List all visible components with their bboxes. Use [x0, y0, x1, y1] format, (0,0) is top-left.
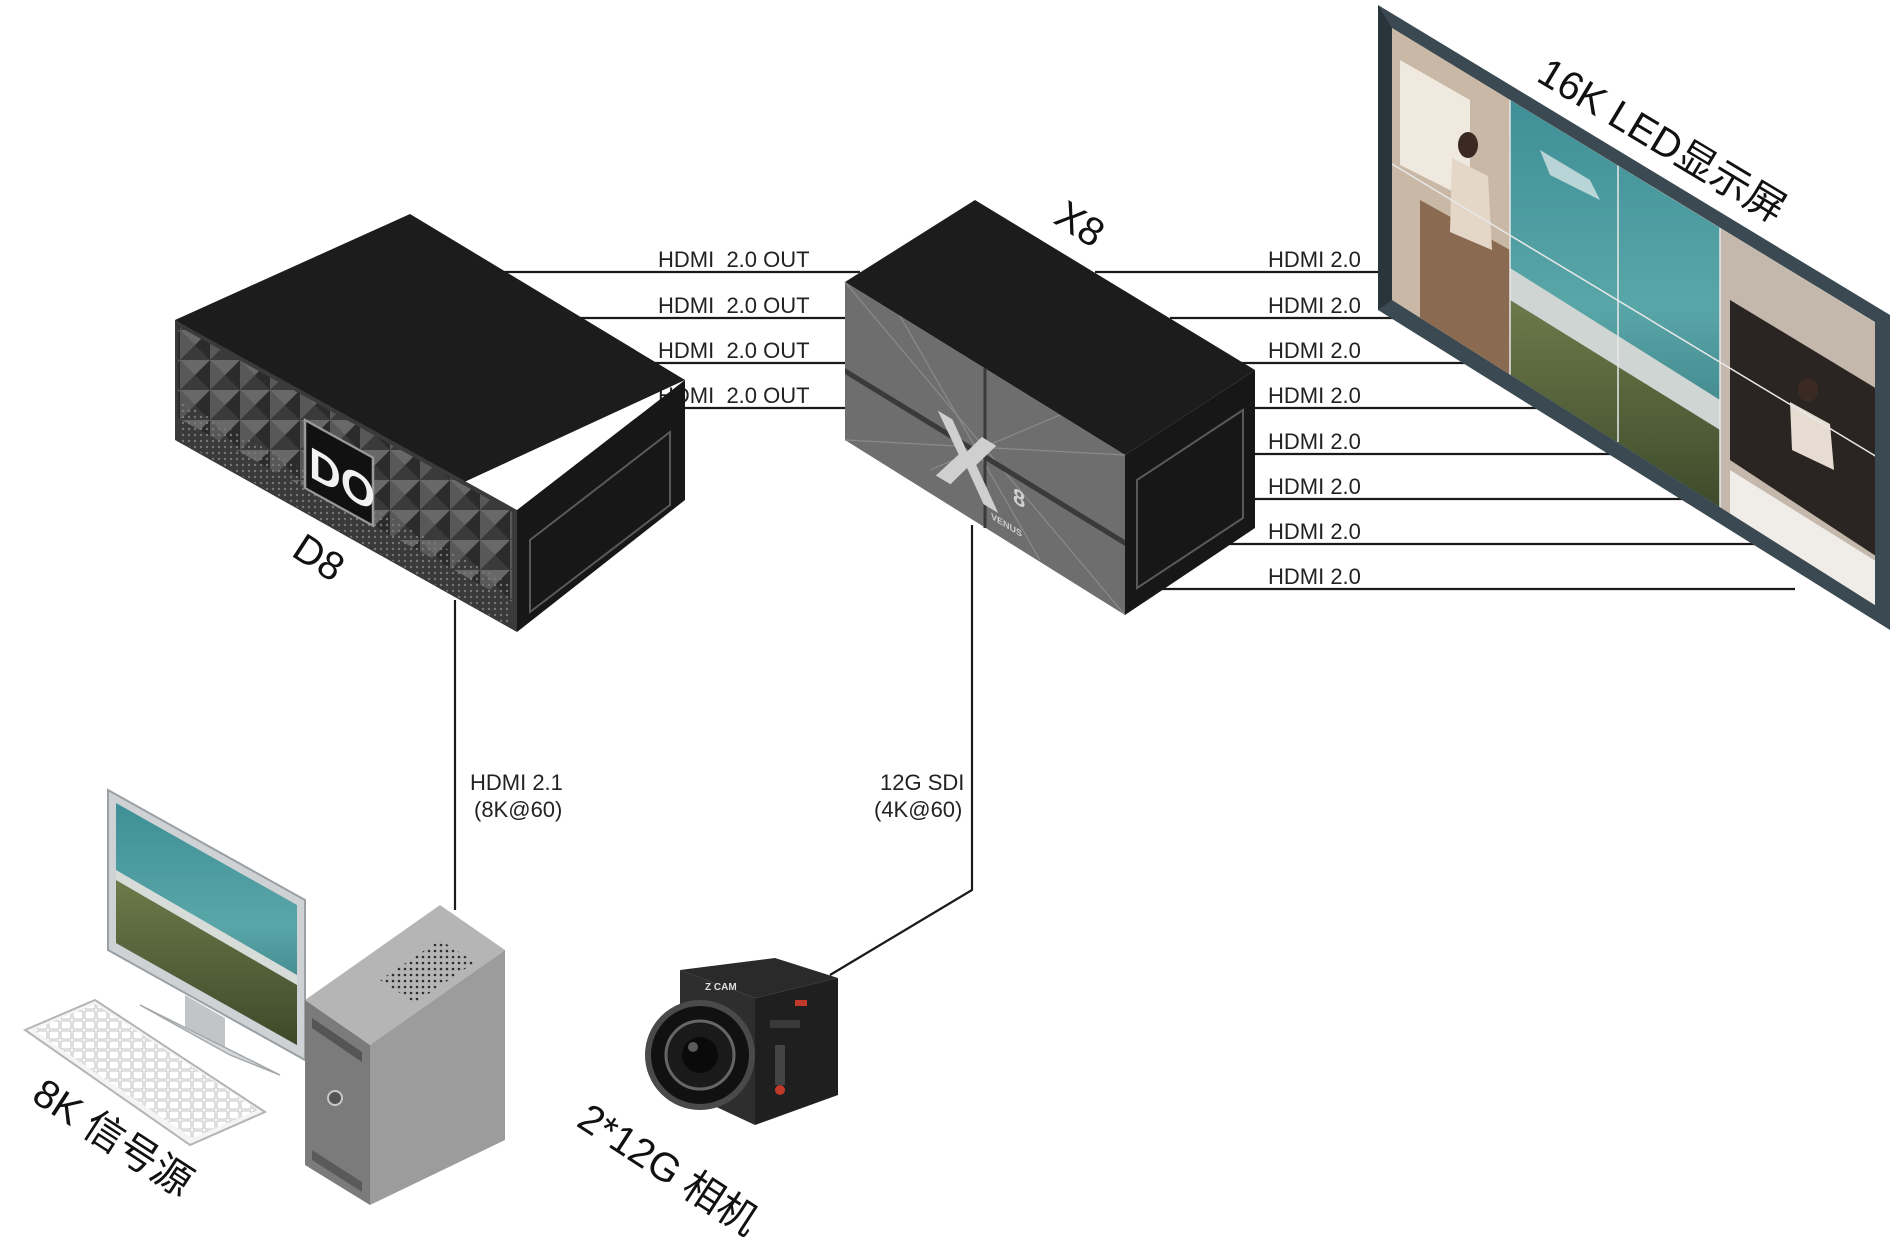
pc-tower-icon: [305, 905, 505, 1205]
camera-icon: Z CAM 2*12G 相机: [570, 958, 838, 1244]
d8-side: [517, 380, 685, 632]
d8-side-panel: [529, 429, 671, 615]
d8-label: D8: [285, 526, 352, 591]
camera-brand: Z CAM: [705, 982, 737, 993]
label-camera-to-x8: 12G SDI (4K@60): [874, 770, 964, 822]
label-x8-led-5: HDMI 2.0: [1268, 429, 1361, 454]
x8-side-panel: [1136, 408, 1244, 590]
label-x8-led-7: HDMI 2.0: [1268, 519, 1361, 544]
camera-label: 2*12G 相机: [570, 1096, 765, 1244]
x8-logo-sub: 8: [1013, 483, 1025, 515]
label-x8-led-8: HDMI 2.0: [1268, 564, 1361, 589]
label-x8-led-4: HDMI 2.0: [1268, 383, 1361, 408]
led-frame-edge: [1378, 5, 1392, 310]
x8-label: X8: [1047, 193, 1112, 257]
x8-device: X 8 VENUS X8: [844, 193, 1255, 616]
label-camera-x8-line2: (4K@60): [874, 797, 962, 822]
wires-x8-to-led: [1095, 270, 1795, 591]
d8-device: DO D8: [175, 214, 685, 632]
pc-setup: 8K 信号源: [22, 788, 505, 1206]
keyboard-icon: [22, 998, 268, 1147]
labels-x8-to-led: HDMI 2.0 HDMI 2.0 HDMI 2.0 HDMI 2.0 HDMI…: [1268, 247, 1361, 589]
d8-front-dots: [178, 400, 512, 628]
label-source-d8-line2: (8K@60): [474, 797, 562, 822]
label-source-d8-line1: HDMI 2.1: [470, 770, 563, 795]
label-d8-x8-2: HDMI 2.0 OUT: [658, 293, 810, 318]
wire-camera-to-x8: [829, 525, 974, 976]
led-display: 16K LED显示屏: [1378, 5, 1890, 630]
label-x8-led-3: HDMI 2.0: [1268, 338, 1361, 363]
label-camera-x8-line1: 12G SDI: [880, 770, 964, 795]
d8-top: [175, 214, 685, 490]
label-source-to-d8: HDMI 2.1 (8K@60): [470, 770, 563, 822]
x8-side: [1125, 370, 1255, 615]
label-x8-led-2: HDMI 2.0: [1268, 293, 1361, 318]
label-x8-led-6: HDMI 2.0: [1268, 474, 1361, 499]
label-x8-led-1: HDMI 2.0: [1268, 247, 1361, 272]
desktop-monitor-icon: [107, 788, 306, 1076]
label-d8-x8-3: HDMI 2.0 OUT: [658, 338, 810, 363]
x8-top: [845, 200, 1255, 455]
label-d8-x8-1: HDMI 2.0 OUT: [658, 247, 810, 272]
